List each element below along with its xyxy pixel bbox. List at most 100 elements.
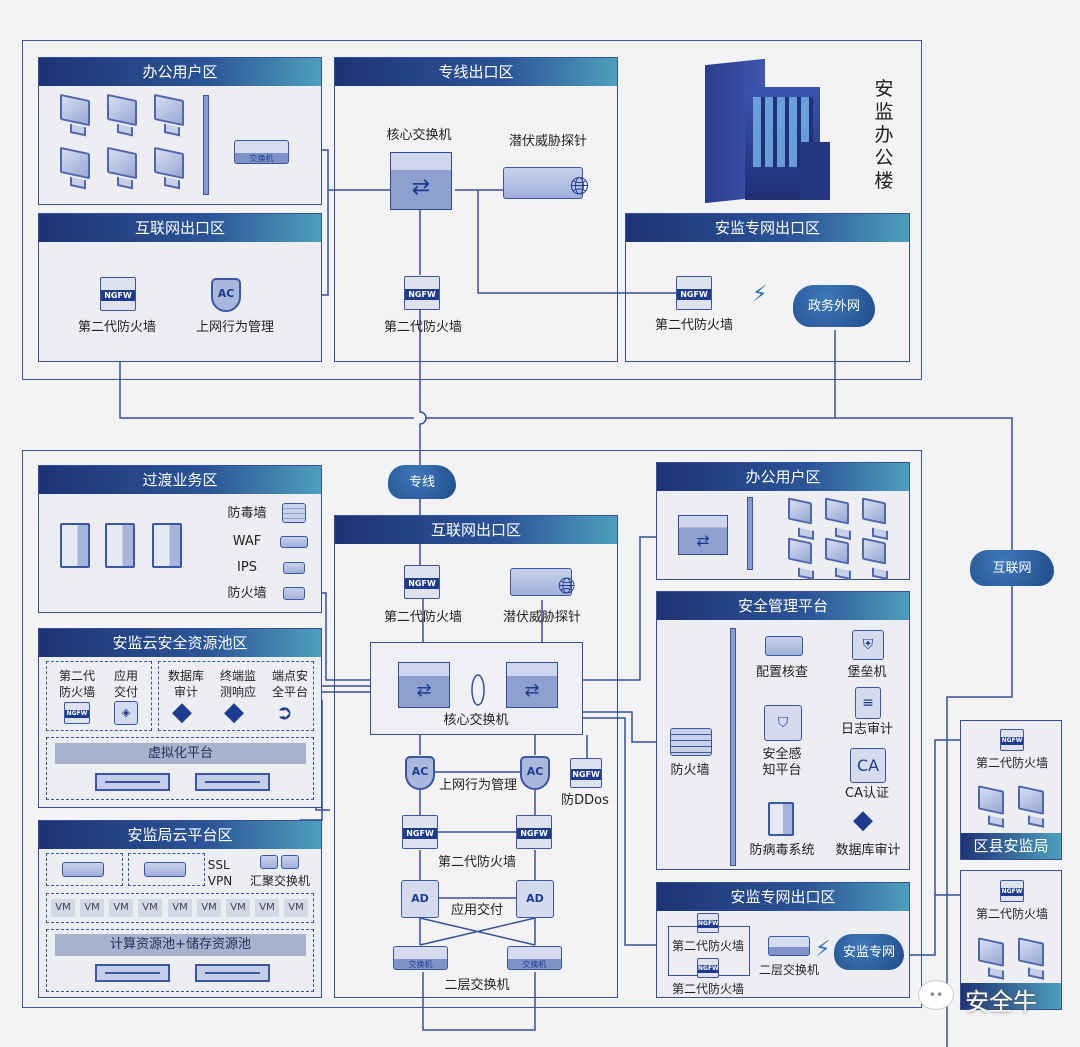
app-delivery-icon: AD bbox=[516, 880, 554, 918]
l2-switch-icon: 交换机 bbox=[507, 946, 562, 970]
internet-cloud: 互联网 bbox=[970, 550, 1054, 586]
probe-label: 潜伏威胁探针 bbox=[502, 610, 582, 625]
brick-wall-icon bbox=[282, 503, 306, 523]
ac-label: 上网行为管理 bbox=[438, 778, 518, 793]
zone-title: 互联网出口区 bbox=[39, 214, 321, 242]
globe-icon: 🌐︎ bbox=[558, 574, 576, 599]
ngfw-icon: NGFW bbox=[676, 276, 712, 310]
dedicated-exit-zone: 专线出口区 bbox=[334, 57, 618, 362]
vm-tile: VM bbox=[80, 899, 104, 917]
gov-exit-zone: 安监专网出口区 bbox=[625, 213, 910, 362]
l2-switch-label: 二层交换机 bbox=[444, 978, 510, 993]
zone-title-band bbox=[961, 983, 1061, 1009]
app-delivery-icon: ◈ bbox=[114, 701, 138, 725]
vm-group bbox=[46, 893, 314, 923]
vm-tile: VM bbox=[51, 899, 75, 917]
waf-device-icon bbox=[280, 536, 308, 548]
agg-switch-label: 汇聚交换机 bbox=[249, 874, 311, 888]
situational-awareness-icon: ⛉ bbox=[764, 705, 802, 741]
office-building-frame bbox=[22, 40, 922, 380]
rack-server-icon bbox=[95, 773, 170, 791]
server-icon bbox=[60, 523, 90, 568]
db-audit-icon: ◆ bbox=[853, 805, 873, 835]
vm-tile: VM bbox=[255, 899, 279, 917]
pool-item-label: 端点安 全平台 bbox=[271, 669, 309, 699]
ac-shield-icon: AC bbox=[211, 278, 241, 312]
bastion-label: 堡垒机 bbox=[847, 665, 887, 680]
zone-title: 安监专网出口区 bbox=[626, 214, 909, 242]
firewall-label: 第二代防火墙 bbox=[671, 938, 745, 954]
zone-title: 安全管理平台 bbox=[657, 592, 909, 620]
group-box bbox=[46, 661, 152, 731]
zone-title: 区县安监局 bbox=[961, 833, 1061, 859]
firewall-label: 防火墙 bbox=[670, 763, 710, 778]
antivirus-label: 防病毒系统 bbox=[749, 843, 815, 858]
log-audit-label: 日志审计 bbox=[840, 722, 894, 737]
firewall-label: 第二代防火墙 bbox=[975, 907, 1049, 921]
resource-pool-group bbox=[46, 929, 314, 992]
globe-icon: 🌐︎ bbox=[570, 172, 590, 200]
threat-probe-icon bbox=[503, 167, 583, 199]
ac-shield-icon: AC bbox=[405, 756, 435, 790]
virtualization-group bbox=[46, 737, 314, 800]
building-icon bbox=[705, 58, 830, 204]
top-internet-exit-zone: 互联网出口区 bbox=[38, 213, 322, 362]
core-switch-label: 核心交换机 bbox=[443, 713, 509, 728]
pool-item-label: 第二代 防火墙 bbox=[58, 669, 96, 699]
bus-bar bbox=[730, 628, 736, 866]
rack-server-icon bbox=[95, 964, 170, 982]
endpoint-security-icon: ➲ bbox=[276, 700, 293, 724]
l2-switch-icon bbox=[768, 936, 810, 956]
firewall-label: 第二代防火墙 bbox=[671, 982, 745, 996]
vm-tile: VM bbox=[168, 899, 192, 917]
db-audit-label: 数据库审计 bbox=[835, 843, 901, 858]
ssl-vpn-device-icon bbox=[62, 862, 104, 877]
bureau-zone bbox=[960, 870, 1062, 1010]
zone-title: 专线出口区 bbox=[335, 58, 617, 86]
config-check-label: 配置核查 bbox=[755, 665, 809, 680]
core-switch-icon: ⇄ bbox=[506, 662, 558, 708]
ngfw-icon: NGFW bbox=[697, 913, 719, 933]
zone-title: 互联网出口区 bbox=[335, 516, 617, 544]
gov-extranet-cloud: 政务外网 bbox=[793, 285, 875, 327]
zone-title: 安监云安全资源池区 bbox=[39, 629, 321, 657]
firewall-label: 第二代防火墙 bbox=[383, 610, 463, 625]
document-icon: ≡ bbox=[855, 687, 881, 719]
virtualization-platform-bar: 虚拟化平台 bbox=[55, 743, 306, 764]
bastion-shield-icon: ⛨ bbox=[852, 630, 884, 660]
lightning-icon: ⚡︎ bbox=[815, 937, 831, 962]
pool-item-label: 数据库 审计 bbox=[167, 669, 205, 699]
l2-switch-label: 二层交换机 bbox=[758, 963, 820, 977]
zone-title: 过渡业务区 bbox=[39, 466, 321, 494]
ac-shield-icon: AC bbox=[520, 756, 550, 790]
firewall-label: 第二代防火墙 bbox=[437, 855, 517, 870]
probe-label: 潜伏威胁探针 bbox=[508, 134, 588, 149]
waf-label: WAF bbox=[232, 534, 262, 549]
vm-tile: VM bbox=[109, 899, 133, 917]
antivirus-server-icon bbox=[768, 802, 794, 836]
antivirus-wall-label: 防毒墙 bbox=[227, 506, 267, 521]
ngfw-icon: NGFW bbox=[1000, 729, 1024, 751]
switch-icon: ⇄ bbox=[678, 515, 728, 555]
dedicated-line-cloud: 专线 bbox=[388, 465, 456, 499]
group-box bbox=[128, 853, 205, 886]
group-box bbox=[158, 661, 314, 731]
server-icon bbox=[105, 523, 135, 568]
core-switch-label: 核心交换机 bbox=[386, 128, 452, 143]
rack-server-icon bbox=[195, 964, 270, 982]
watermark: 安全牛 bbox=[965, 988, 1037, 1016]
ips-label: IPS bbox=[237, 560, 257, 575]
ngfw-icon: NGFW bbox=[697, 958, 719, 978]
wechat-icon: •• bbox=[918, 980, 954, 1010]
firewall-label: 第二代防火墙 bbox=[975, 756, 1049, 770]
firewall-label: 第二代防火墙 bbox=[383, 320, 463, 335]
app-delivery-icon: AD bbox=[401, 880, 439, 918]
switch-icon: 交换机 bbox=[234, 140, 289, 164]
ssl-vpn-device-icon bbox=[144, 862, 186, 877]
threat-probe-icon bbox=[510, 568, 572, 596]
app-delivery-label: 应用交付 bbox=[450, 903, 504, 918]
cloud-datacenter-frame bbox=[22, 450, 922, 1008]
pool-item-label: 应用 交付 bbox=[113, 669, 139, 699]
firewall-device-icon bbox=[283, 587, 305, 600]
agg-switch-icon bbox=[281, 855, 299, 869]
